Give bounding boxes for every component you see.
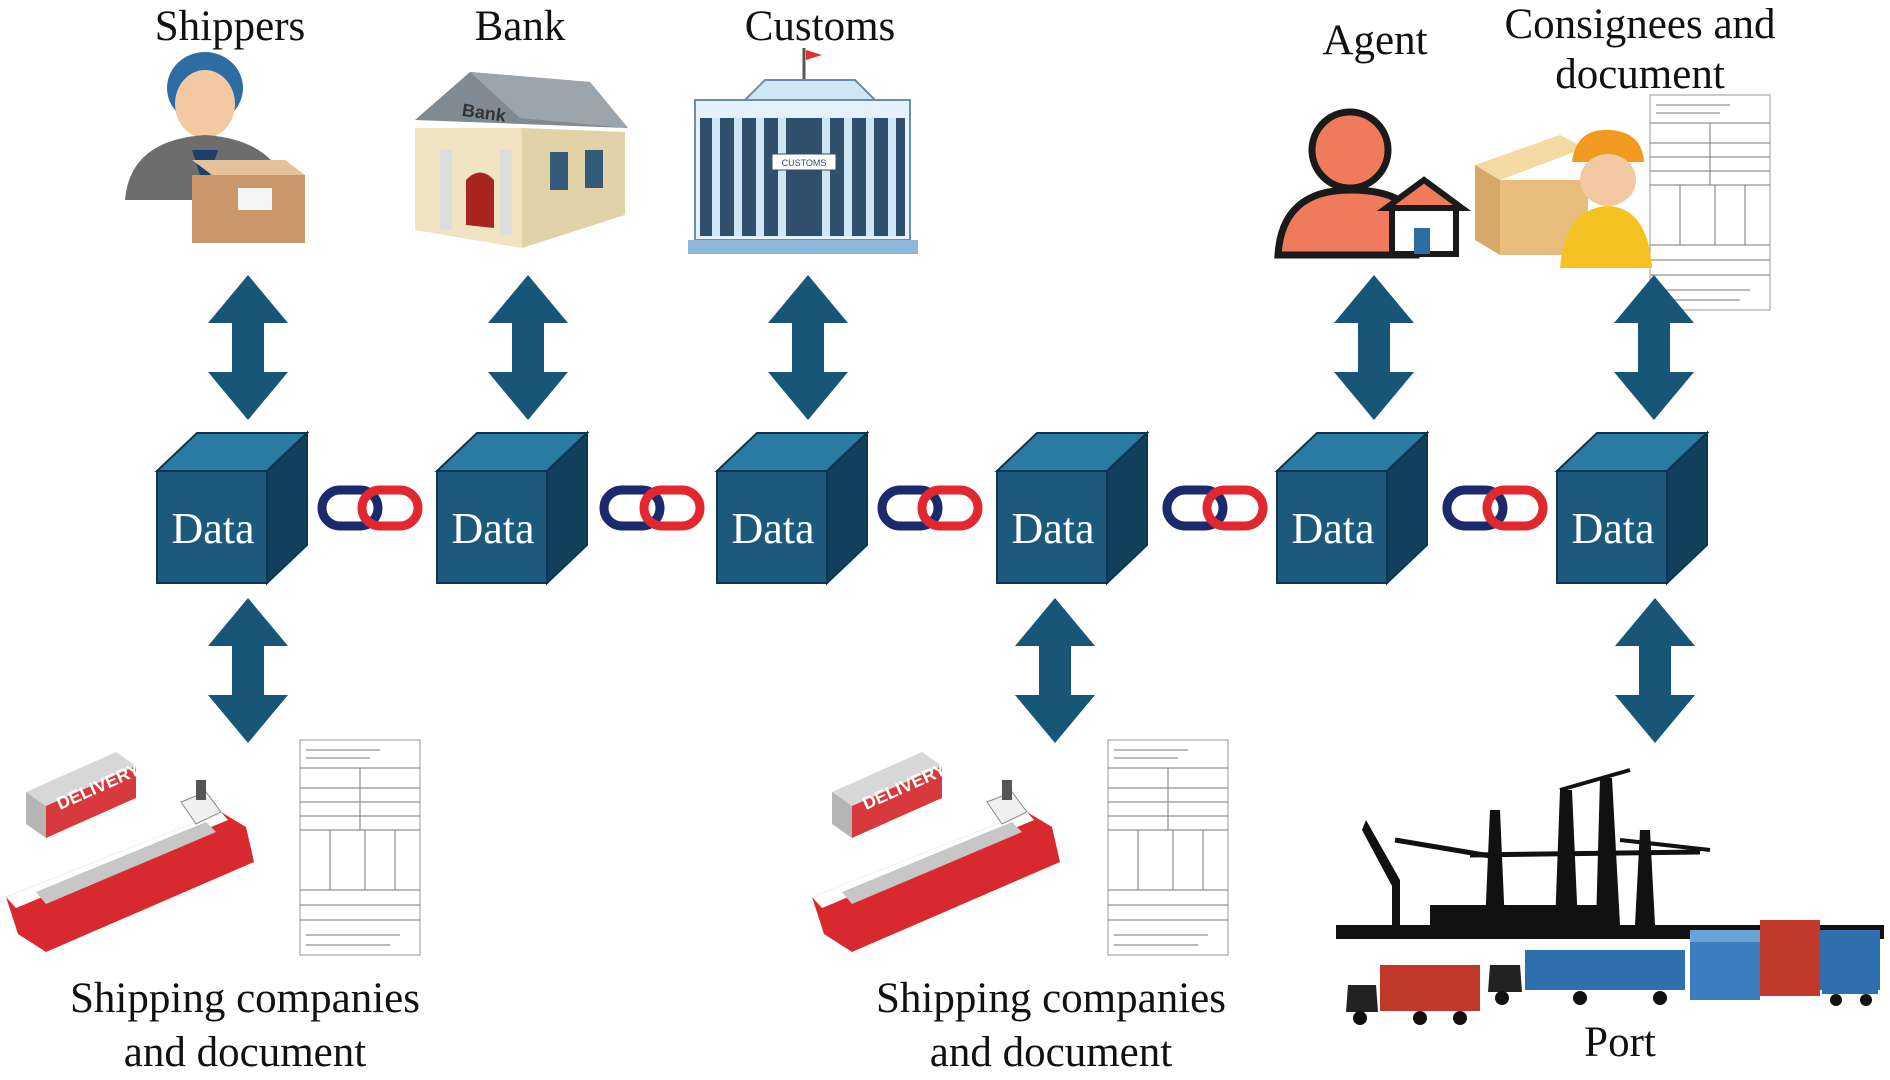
port-truck-icon-3	[1822, 950, 1878, 1006]
customs-label: Customs	[744, 3, 896, 50]
bank-label: Bank	[474, 3, 566, 50]
consignees-label-line2: document	[1555, 51, 1725, 98]
data-block-4-label: Data	[1011, 504, 1094, 553]
consignee-box-icon	[1475, 135, 1588, 255]
data-block-1-label: Data	[171, 504, 254, 553]
arrow-bank-data	[488, 275, 568, 420]
shipping-companies-2-line1: Shipping companies	[876, 975, 1226, 1022]
shipping-companies-1-line2: and document	[123, 1029, 367, 1076]
customs-sign-text: CUSTOMS	[782, 158, 827, 168]
data-block-3: Data	[716, 432, 868, 584]
shipping-document-icon-1	[299, 739, 421, 956]
shipping-companies-1-line1: Shipping companies	[70, 975, 420, 1022]
data-block-1: Data	[156, 432, 308, 584]
port-truck-icon-2	[1488, 950, 1685, 1005]
arrow-data-port	[1615, 598, 1695, 743]
arrow-shippers-data	[208, 275, 288, 420]
shipping-companies-2-line2: and document	[929, 1029, 1173, 1076]
bank-building-icon: Bank	[415, 72, 628, 248]
data-block-2: Data	[436, 432, 588, 584]
arrow-customs-data	[768, 275, 848, 420]
agent-person-icon	[1274, 108, 1420, 259]
arrow-data-shipping1	[208, 598, 288, 743]
shipping-document-icon-2	[1107, 739, 1229, 956]
data-block-4: Data	[996, 432, 1148, 584]
shippers-label: Shippers	[154, 3, 306, 50]
port-cranes-icon	[1336, 768, 1884, 939]
agent-house-icon	[1376, 176, 1472, 257]
port-label: Port	[1584, 1019, 1656, 1066]
agent-label: Agent	[1322, 17, 1428, 64]
chain-link-icon-5	[1447, 490, 1543, 526]
port-truck-icon-1	[1346, 965, 1480, 1025]
data-block-5-label: Data	[1291, 504, 1374, 553]
consignees-label-line1: Consignees and	[1504, 1, 1776, 48]
consignee-worker-icon	[1560, 129, 1652, 268]
data-block-2-label: Data	[451, 504, 534, 553]
chain-link-icon-4	[1167, 490, 1263, 526]
chain-link-icon-3	[882, 490, 978, 526]
data-block-3-label: Data	[731, 504, 814, 553]
arrow-agent-data	[1334, 275, 1414, 420]
data-block-5: Data	[1276, 432, 1428, 584]
chain-link-icon-1	[322, 490, 418, 526]
customs-building-icon: CUSTOMS	[688, 48, 918, 254]
parcel-box-icon	[192, 160, 305, 243]
consignee-document-icon	[1649, 94, 1771, 311]
data-block-6: Data	[1556, 432, 1708, 584]
chain-link-icon-2	[604, 490, 700, 526]
arrow-data-shipping2	[1015, 598, 1095, 743]
data-block-6-label: Data	[1571, 504, 1654, 553]
